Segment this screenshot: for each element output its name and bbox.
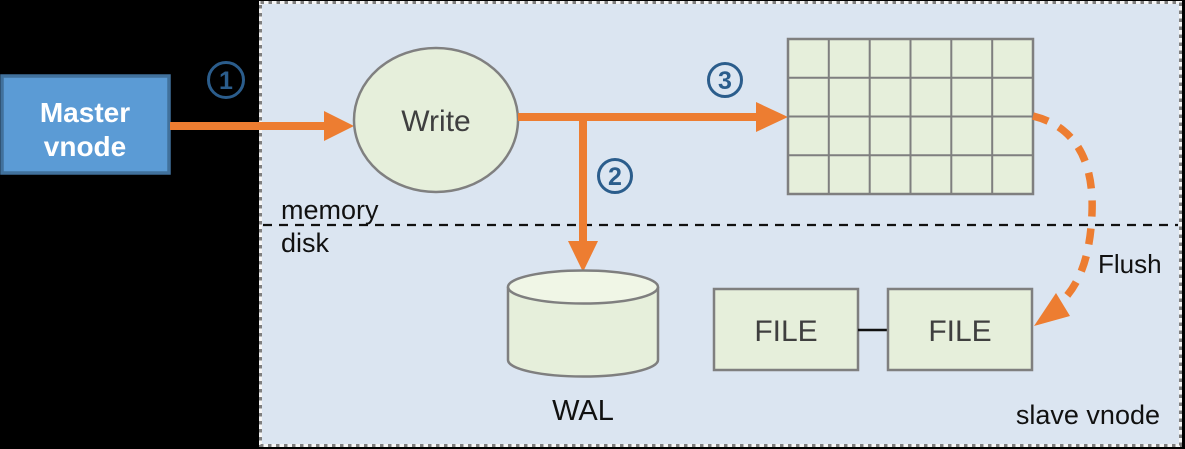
flush-arrowhead [1034,293,1070,326]
wal-cylinder-body [506,287,660,378]
step-2-number: 2 [608,163,622,191]
cache-grid-lines [788,39,1033,194]
write-to-cache-arrowhead [756,102,788,132]
file-box-2-label: FILE [928,315,991,348]
slave-vnode-label: slave vnode [1016,400,1160,430]
wal-label: WAL [552,395,614,427]
step-2-badge [597,158,633,194]
file-box-1-label: FILE [754,315,817,348]
slave-vnode-panel-border [259,1,1182,447]
memory-label: memory [281,195,379,225]
step-1-badge [207,61,245,99]
write-label: Write [401,105,470,138]
wal-cylinder-top [506,269,660,305]
step-1-number: 1 [219,67,233,95]
step-3-number: 3 [718,67,732,95]
step-3-badge [707,62,743,98]
master-vnode-label-line2: vnode [44,131,126,162]
write-to-wal-arrowhead [568,241,598,272]
flush-arrow-curve [1032,112,1096,310]
disk-label: disk [281,228,330,258]
master-vnode-label-line1: Master [40,97,130,128]
file-box-2 [886,287,1034,372]
master-vnode-box [0,74,171,175]
master-to-write-arrowhead [324,111,354,141]
flush-label: Flush [1098,249,1162,279]
